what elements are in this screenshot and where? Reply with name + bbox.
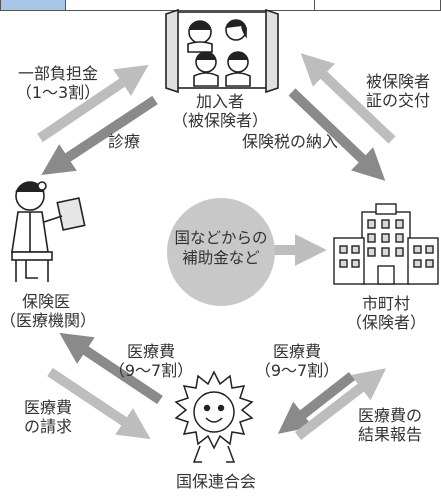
municipality-line1: 市町村 xyxy=(361,294,410,313)
municipality-caption: 市町村 （保険者） xyxy=(336,294,436,332)
arrow-payment-down xyxy=(277,372,356,434)
members-line2: （被保険者） xyxy=(171,111,268,130)
copay-line1: 一部負担金 xyxy=(17,64,98,83)
payment-left-line1: 医療費 xyxy=(126,342,175,361)
arrow-claim-down xyxy=(47,367,151,440)
card-line2: 証の交付 xyxy=(365,91,430,110)
arrow-card-up xyxy=(300,53,396,144)
payment-right-line1: 医療費 xyxy=(272,342,321,361)
doctor-line1: 保険医 xyxy=(21,292,70,311)
doctor-icon xyxy=(11,181,86,282)
payment-left-line2: （9～7割） xyxy=(108,361,194,380)
copay-label: 一部負担金 （1～3割） xyxy=(2,64,114,102)
members-caption: 加入者 （被保険者） xyxy=(165,92,275,130)
report-line1: 医療費の xyxy=(357,406,422,425)
card-line1: 被保険者 xyxy=(365,72,430,91)
payment-right-label: 医療費 （9～7割） xyxy=(254,342,340,380)
claim-label: 医療費 の請求 xyxy=(10,398,86,436)
subsidy-text: 国などからの 補助金など xyxy=(167,228,275,268)
tax-label: 保険税の納入 xyxy=(242,132,339,151)
treatment-label: 診療 xyxy=(108,132,141,151)
arrow-tax-down xyxy=(288,88,386,181)
arrow-payment-up xyxy=(59,332,163,405)
payment-left-label: 医療費 （9～7割） xyxy=(108,342,194,380)
sun-mascot-icon xyxy=(174,370,254,463)
subsidy-line1: 国などからの xyxy=(174,229,268,247)
federation-label: 国保連合会 xyxy=(175,472,256,491)
municipality-line2: （保険者） xyxy=(345,313,426,332)
doctor-line2: （医療機関） xyxy=(0,311,97,330)
report-line2: 結果報告 xyxy=(357,425,422,444)
city-hall-building-icon xyxy=(333,203,439,285)
arrow-copay-up xyxy=(37,64,149,143)
doctor-caption: 保険医 （医療機関） xyxy=(0,292,97,330)
payment-right-line2: （9～7割） xyxy=(254,361,340,380)
card-label: 被保険者 証の交付 xyxy=(356,72,440,110)
subsidy-circle xyxy=(167,198,275,306)
arrow-treatment-down xyxy=(41,95,158,176)
claim-line1: 医療費 xyxy=(23,398,72,417)
report-label: 医療費の 結果報告 xyxy=(344,406,436,444)
federation-caption: 国保連合会 xyxy=(166,472,266,491)
subsidy-line2: 補助金など xyxy=(182,249,260,267)
members-line1: 加入者 xyxy=(195,92,244,111)
arrow-report-up xyxy=(294,368,387,440)
claim-line2: の請求 xyxy=(23,417,72,436)
family-in-window-icon xyxy=(165,8,279,94)
copay-line2: （1～3割） xyxy=(15,83,101,102)
